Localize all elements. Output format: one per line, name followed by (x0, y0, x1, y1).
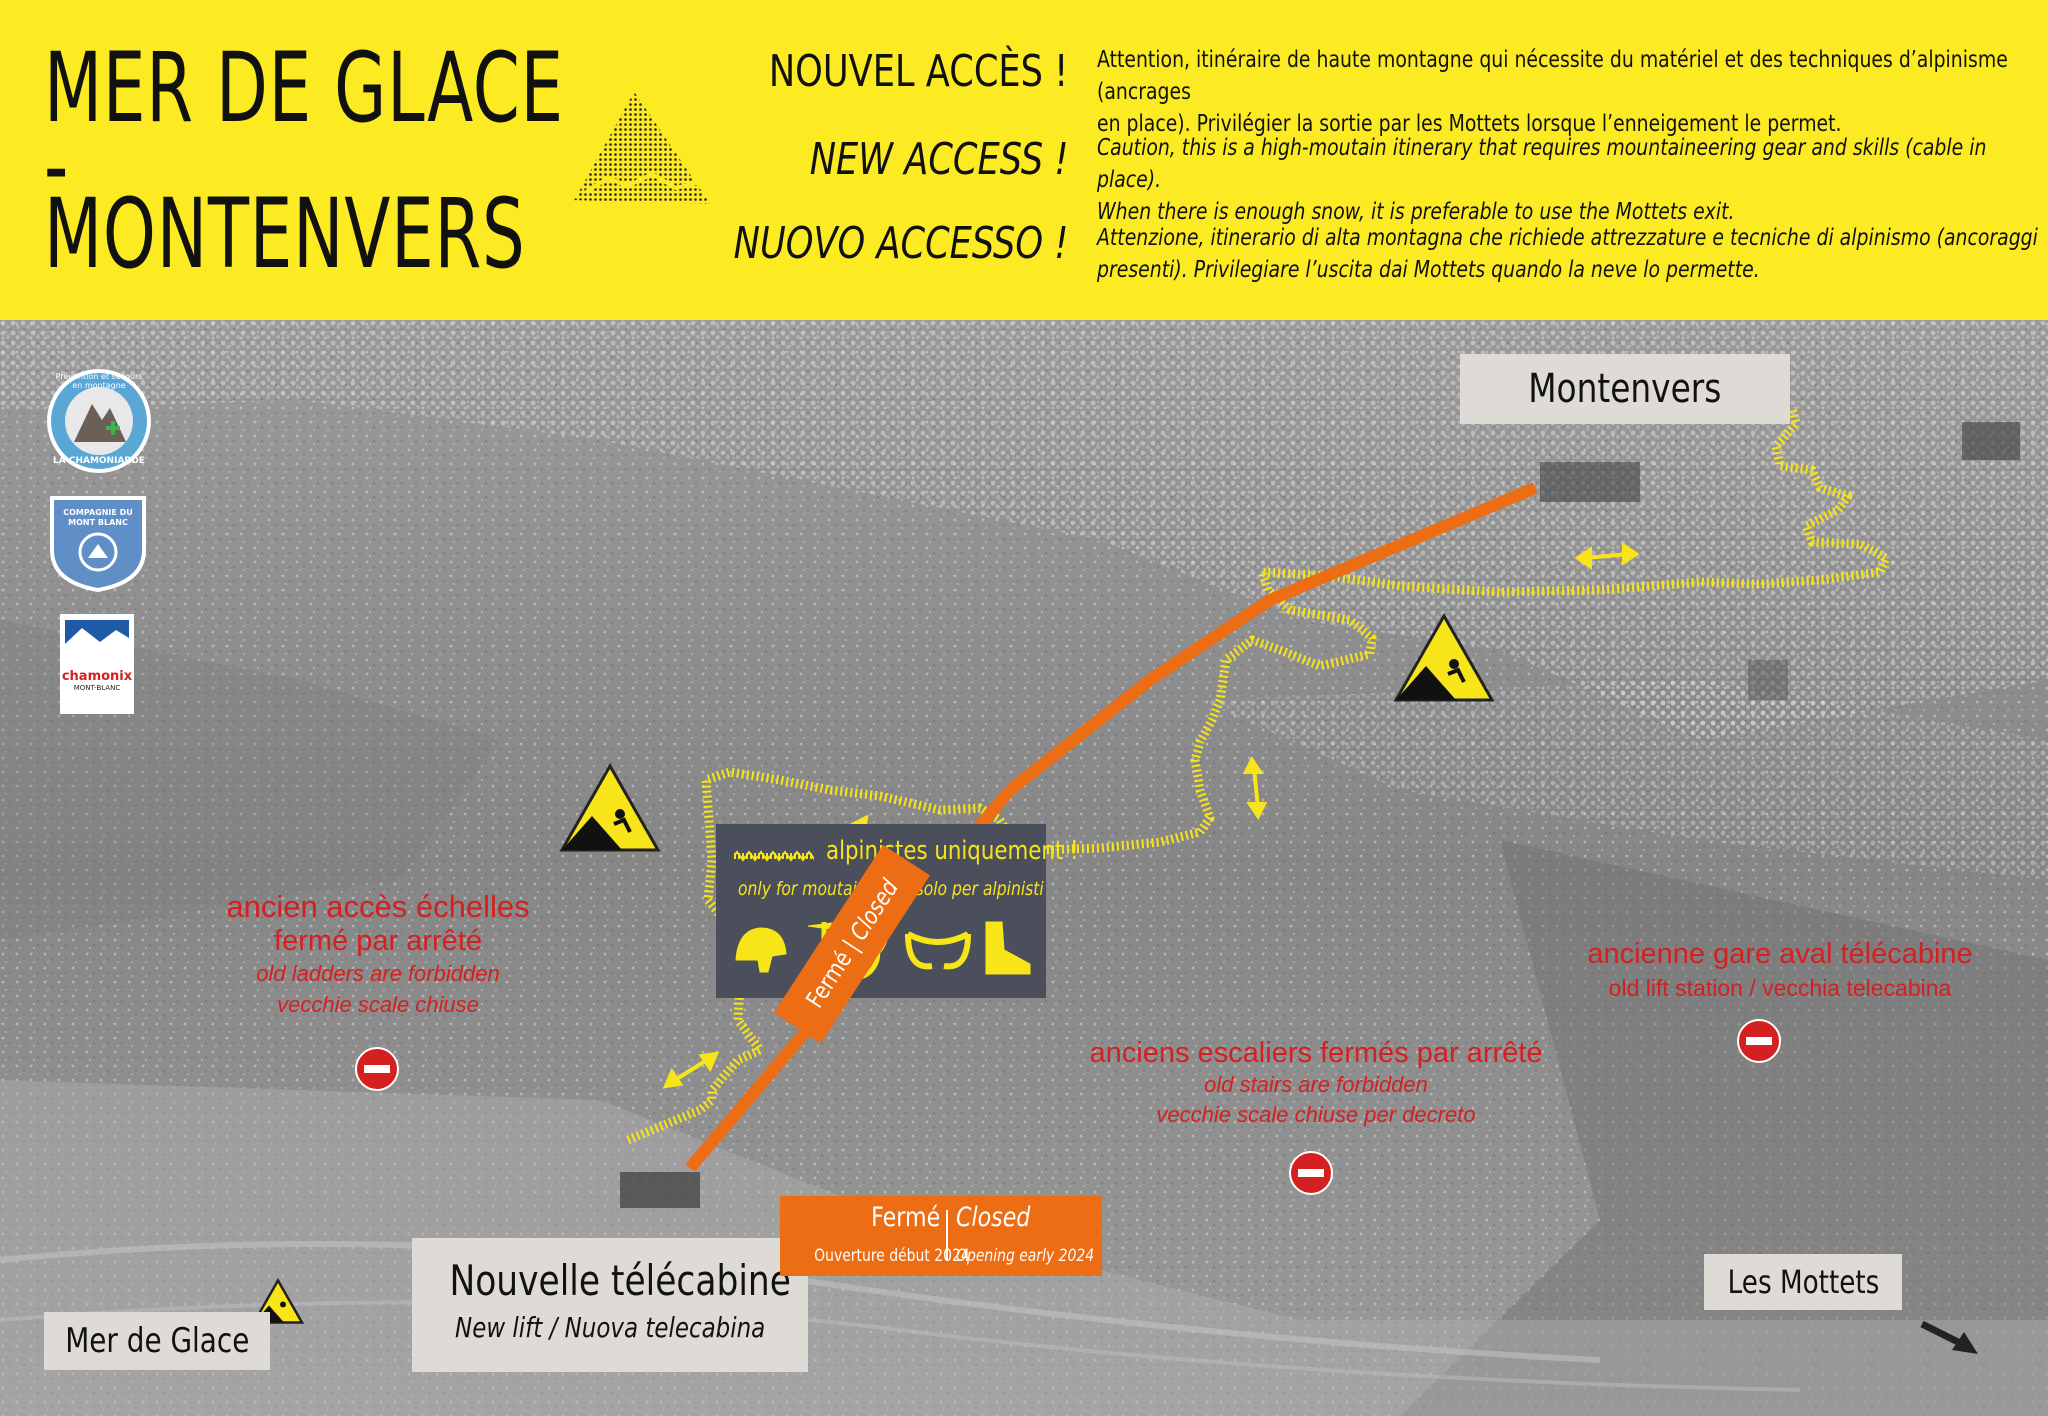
montenvers-hotel (1962, 422, 2020, 460)
compagnie-mont-blanc-text: COMPAGNIE DU MONT BLANC (52, 508, 144, 528)
closed-notice-en-sub-text: Opening early 2024 (956, 1246, 1095, 1266)
mountain-danger-icon (568, 84, 718, 209)
closed-notice: Fermé Closed Ouverture début 2024 Openin… (780, 1196, 1102, 1276)
access-text-it: Attenzione, itinerario di alta montagna … (1097, 222, 2040, 286)
ladders-warning-fr-1: ancien accès échelles (226, 889, 530, 924)
new-lift-label: Nouvelle télécabine New lift / Nuova tel… (412, 1238, 808, 1372)
access-heading-fr: NOUVEL ACCÈS ! (768, 46, 1068, 97)
access-text-en-line-2: When there is enough snow, it is prefera… (1097, 199, 1735, 225)
no-entry-icon-stairs (1289, 1151, 1333, 1195)
crampon-boot-icon (985, 921, 1031, 975)
stairs-warning-fr: anciens escaliers fermés par arrêté (1089, 1037, 1543, 1069)
chamoniarde-top-text: Prévention et secours en montagne (55, 372, 143, 390)
title-dash: - (44, 110, 70, 222)
closed-notice-en-sub: Opening early 2024 (956, 1246, 1124, 1266)
route-swatch (734, 850, 814, 862)
montenvers-label: Montenvers (1460, 354, 1790, 424)
harness-icon (905, 931, 971, 970)
stairs-warning: anciens escaliers fermés par arrêté old … (1066, 1036, 1566, 1130)
header-banner: MER DE GLACE - MONTENVERS NOUVEL ACCÈS !… (0, 0, 2048, 320)
chamoniarde-logo (47, 369, 151, 473)
rockfall-warning-icon-right (1393, 612, 1495, 702)
station-warning: ancienne gare aval télécabine old lift s… (1580, 936, 1980, 1004)
access-text-it-line-1: Attenzione, itinerario di alta montagna … (1097, 225, 2038, 251)
legend-title: alpinistes uniquement ! (826, 836, 1079, 866)
closed-notice-divider (946, 1210, 948, 1260)
closed-notice-fr-text: Fermé (870, 1202, 940, 1233)
access-text-it-line-2: presenti). Privilegiare l’uscita dai Mot… (1097, 257, 1760, 283)
helmet-icon (735, 927, 787, 973)
station-warning-en: old lift station / vecchia telecabina (1608, 975, 1952, 1001)
title-line-2: MONTENVERS (44, 178, 526, 290)
cmb-line-1: COMPAGNIE DU (63, 508, 133, 517)
chamoniarde-bottom-text: LA CHAMONIARDE (53, 456, 145, 466)
mer-de-glace-label-text: Mer de Glace (64, 1321, 250, 1361)
new-lift-station (620, 1172, 700, 1208)
access-text-fr-line-2: en place). Privilégier la sortie par les… (1097, 111, 1842, 137)
ladders-warning-it: vecchie scale chiuse (277, 992, 479, 1017)
rockfall-warning-icon-left (559, 762, 661, 852)
cmb-line-2: MONT BLANC (68, 518, 128, 527)
access-text-en-line-1: Caution, this is a high-moutain itinerar… (1097, 135, 1987, 193)
title-line-1: MER DE GLACE (44, 32, 564, 144)
ladders-warning: ancien accès échelles fermé par arrêté o… (208, 890, 548, 1020)
new-lift-subtitle: New lift / Nuova telecabina (454, 1311, 766, 1344)
montenvers-label-text: Montenvers (1528, 366, 1722, 412)
chamonix-word: chamonix (61, 669, 133, 684)
access-text-fr-line-1: Attention, itinéraire de haute montagne … (1097, 47, 2008, 105)
map-area: Prévention et secours en montagne LA CHA… (0, 320, 2048, 1416)
access-heading-en: NEW ACCESS ! (809, 134, 1068, 185)
access-text-fr: Attention, itinéraire de haute montagne … (1097, 44, 2040, 140)
closed-cableway-upper (1006, 482, 1538, 795)
stairs-warning-en: old stairs are forbidden (1204, 1072, 1428, 1097)
station-warning-fr: ancienne gare aval télécabine (1587, 938, 1973, 970)
new-lift-title: Nouvelle télécabine (449, 1256, 791, 1305)
closed-notice-en: Closed (956, 1202, 1047, 1233)
access-heading-it: NUOVO ACCESSO ! (733, 218, 1068, 269)
no-entry-icon-ladders (355, 1047, 399, 1091)
closed-notice-fr-sub: Ouverture début 2024 (780, 1246, 970, 1266)
closed-notice-en-text: Closed (956, 1202, 1031, 1233)
chamonix-logo-mark (65, 620, 129, 666)
les-mottets-label-text: Les Mottets (1727, 1263, 1879, 1301)
mer-de-glace-label: Mer de Glace (44, 1312, 270, 1370)
les-mottets-arrow (1920, 1320, 1978, 1354)
ladders-warning-fr-2: fermé par arrêté (274, 925, 482, 957)
access-text-en: Caution, this is a high-moutain itinerar… (1097, 132, 2040, 228)
montenvers-station (1540, 462, 1640, 502)
old-lift-station (1748, 660, 1788, 700)
stairs-warning-it: vecchie scale chiuse per decreto (1156, 1102, 1476, 1127)
closed-notice-fr: Fermé (780, 1202, 940, 1233)
les-mottets-label: Les Mottets (1704, 1254, 1902, 1310)
chamonix-sub: MONT-BLANC (73, 684, 121, 692)
no-entry-icon-station (1737, 1019, 1781, 1063)
ladders-warning-en: old ladders are forbidden (256, 961, 500, 986)
closed-notice-fr-sub-text: Ouverture début 2024 (814, 1246, 970, 1266)
compagnie-mont-blanc-logo (50, 496, 146, 593)
chamonix-logo: chamonix MONT-BLANC (60, 614, 134, 714)
